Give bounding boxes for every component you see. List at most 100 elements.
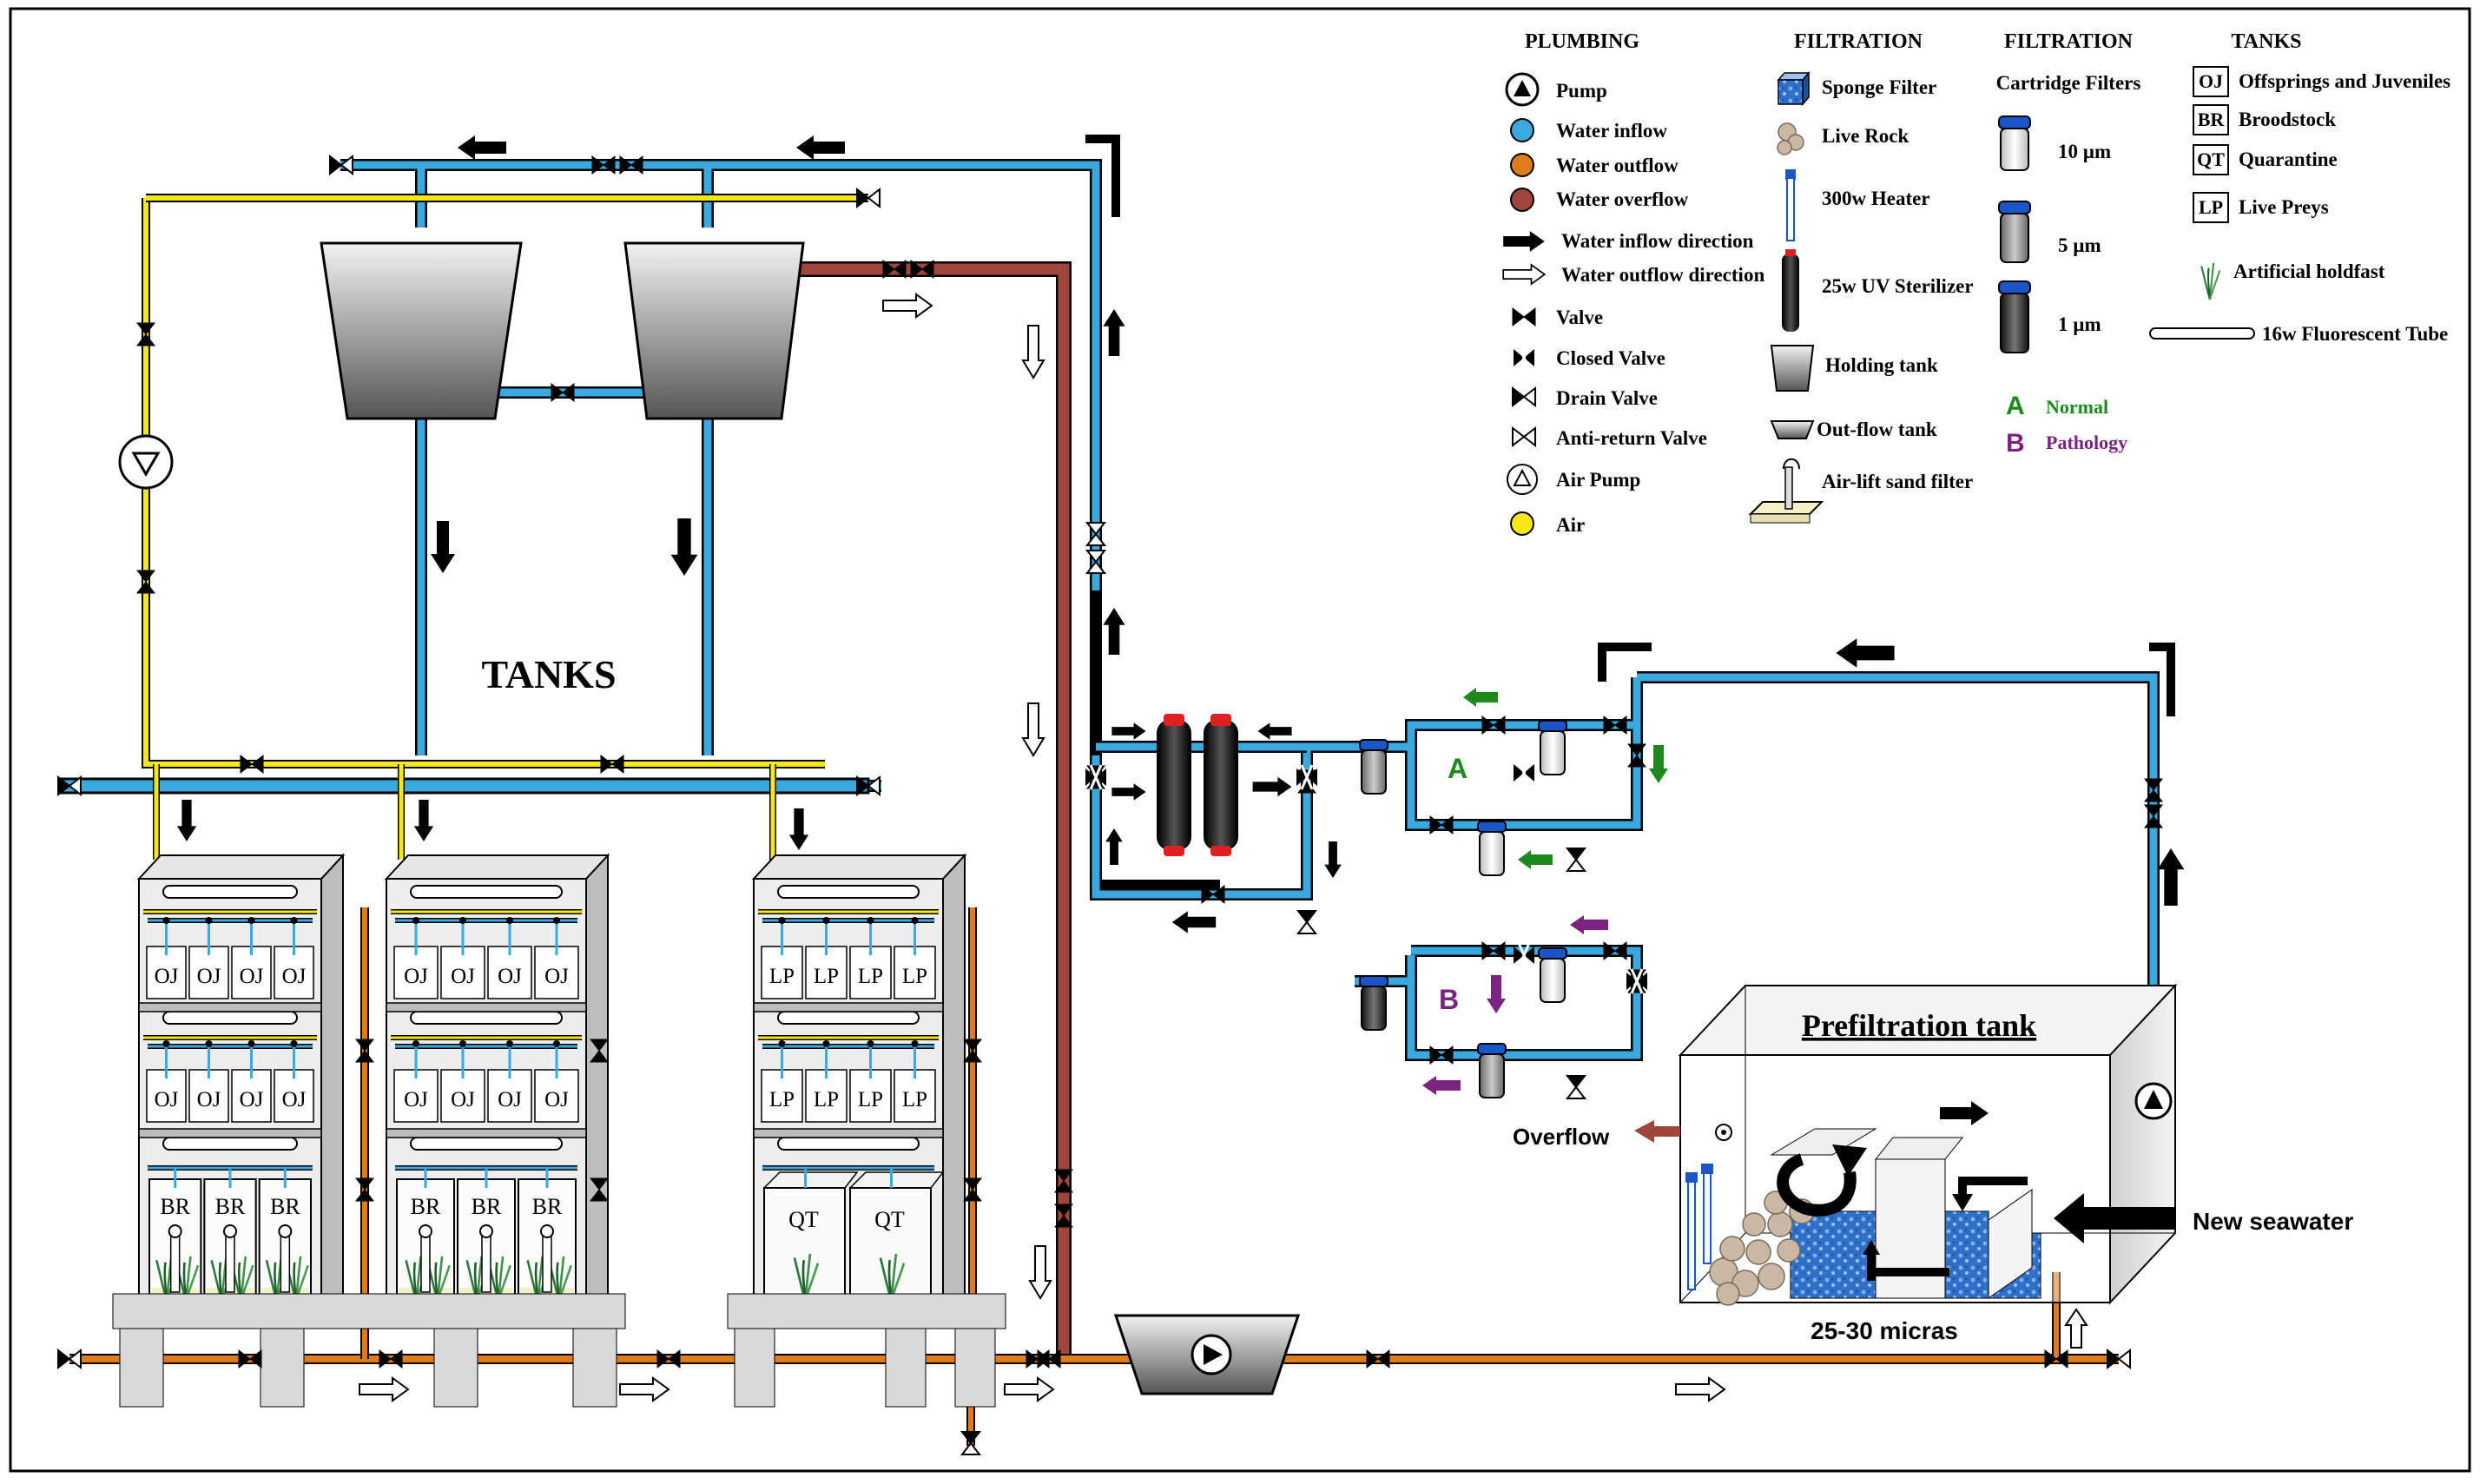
tank-code: OJ	[2199, 70, 2223, 92]
overflow-label: Overflow	[1513, 1124, 1610, 1150]
fluorescent-tube	[163, 886, 297, 898]
tank-label: QT	[874, 1207, 905, 1232]
legend-tube: 16w Fluorescent Tube	[2262, 323, 2448, 345]
live-rock-icon	[1778, 123, 1804, 155]
tank-label: OJ	[451, 1088, 475, 1111]
cartridge-size-5: 5 µm	[2058, 234, 2101, 256]
air-pump-icon	[120, 436, 172, 488]
uv-sterilizer-icon	[1782, 249, 1799, 332]
tank-label: OJ	[197, 965, 221, 988]
legend-a-normal: Normal	[2046, 396, 2108, 418]
legend-filtration-item: Live Rock	[1822, 125, 1909, 147]
air-icon	[1511, 512, 1534, 535]
anti-return-valve-icon	[1513, 428, 1535, 445]
legend-plumbing-item: Closed Valve	[1556, 347, 1665, 369]
fluorescent-tube	[778, 1138, 919, 1150]
legend-cartridge-heading: FILTRATION	[2004, 30, 2134, 53]
tank-label: BR	[532, 1194, 563, 1219]
fluorescent-tube	[778, 1012, 919, 1024]
water-inflow-icon	[1511, 119, 1534, 142]
inflow-direction-icon	[1503, 231, 1545, 252]
cartridge-10um-icon	[1999, 116, 2030, 170]
tank-label: LP	[814, 965, 839, 988]
fluorescent-tube	[778, 886, 919, 898]
tank-label: Broodstock	[2239, 109, 2336, 130]
legend-plumbing-item: Anti-return Valve	[1556, 427, 1707, 449]
uv-sterilizer-2	[1204, 714, 1237, 856]
legend-plumbing-item: Water inflow direction	[1561, 230, 1754, 252]
legend-plumbing-item: Water overflow	[1556, 188, 1689, 210]
tank-label: OJ	[282, 965, 307, 988]
pump-icon	[2136, 1084, 2171, 1118]
fluorescent-tube	[411, 886, 562, 898]
tank-label: OJ	[240, 1088, 264, 1111]
valve-icon	[1513, 308, 1535, 326]
outflow-tank-icon	[1771, 421, 1813, 439]
water-overflow-icon	[1511, 188, 1534, 211]
tank-label: Quarantine	[2239, 148, 2338, 170]
tank-label: OJ	[240, 965, 264, 988]
drain-valve-icon	[1513, 388, 1535, 406]
legend-filtration-heading: FILTRATION	[1794, 30, 1923, 53]
tank-label: OJ	[404, 1088, 428, 1111]
overflow-arrow-icon	[1634, 1120, 1680, 1143]
holdfast-icon	[2201, 263, 2219, 300]
legend-b-letter: B	[2006, 429, 2025, 458]
legend: PLUMBING FILTRATION FILTRATION Cartridge…	[1503, 30, 2450, 536]
legend-tanks-heading: TANKS	[2232, 30, 2302, 53]
tank-label: BR	[472, 1194, 502, 1219]
fluorescent-tube	[411, 1012, 562, 1024]
tank-label: LP	[858, 965, 883, 988]
tank-rack: LP LP LP LP LP LP LP LP QT QT	[754, 855, 965, 1314]
tank-label: LP	[814, 1088, 839, 1111]
sponge-filter-icon	[1778, 73, 1809, 104]
tank-label: BR	[270, 1194, 300, 1219]
cartridge-1um-icon	[1999, 281, 2030, 353]
cartridge-filter-b-2	[1539, 948, 1566, 1002]
legend-plumbing-item: Valve	[1556, 307, 1603, 328]
uv-sterilizer-1	[1158, 714, 1191, 856]
legend-plumbing-item: Water outflow direction	[1561, 264, 1764, 286]
tank-code: QT	[2197, 148, 2225, 170]
tank-label: OJ	[544, 965, 569, 988]
tank-label: LP	[769, 1088, 795, 1111]
tank-label: Live Preys	[2239, 196, 2329, 218]
cartridge-size-10: 10 µm	[2058, 141, 2111, 162]
fluorescent-tube	[163, 1012, 297, 1024]
outflow-direction-icon	[1503, 265, 1545, 284]
tank-code: LP	[2199, 196, 2223, 218]
tank-label: LP	[769, 965, 795, 988]
fluorescent-tube-icon	[2150, 328, 2254, 339]
tank-label: BR	[160, 1194, 190, 1219]
tank-label: OJ	[155, 965, 179, 988]
legend-plumbing-item: Air	[1556, 514, 1585, 536]
legend-plumbing-item: Water inflow	[1556, 120, 1667, 142]
prefiltration-title: Prefiltration tank	[1802, 1008, 2036, 1043]
legend-filtration-item: Holding tank	[1825, 354, 1938, 376]
cartridge-filter-a-1	[1360, 740, 1388, 794]
rack-bases	[113, 1294, 1006, 1407]
tank-label: OJ	[498, 1088, 522, 1111]
tank-label: OJ	[544, 1088, 569, 1111]
cartridge-filter-a-3	[1478, 821, 1506, 875]
pump-icon	[1192, 1336, 1230, 1374]
legend-filtration-item: 25w UV Sterilizer	[1822, 275, 1974, 297]
legend-plumbing-item: Pump	[1556, 80, 1607, 102]
tank-label: OJ	[197, 1088, 221, 1111]
tank-label: OJ	[282, 1088, 307, 1111]
tank-label: LP	[902, 965, 927, 988]
legend-filtration-item: Out-flow tank	[1817, 419, 1937, 440]
legend-plumbing-heading: PLUMBING	[1525, 30, 1639, 53]
legend-a-letter: A	[2006, 392, 2025, 420]
tank-label: Offsprings and Juveniles	[2239, 70, 2450, 92]
legend-b-pathology: Pathology	[2046, 432, 2127, 453]
tank-label: LP	[858, 1088, 883, 1111]
tank-label: QT	[788, 1207, 819, 1232]
tank-label: LP	[902, 1088, 927, 1111]
